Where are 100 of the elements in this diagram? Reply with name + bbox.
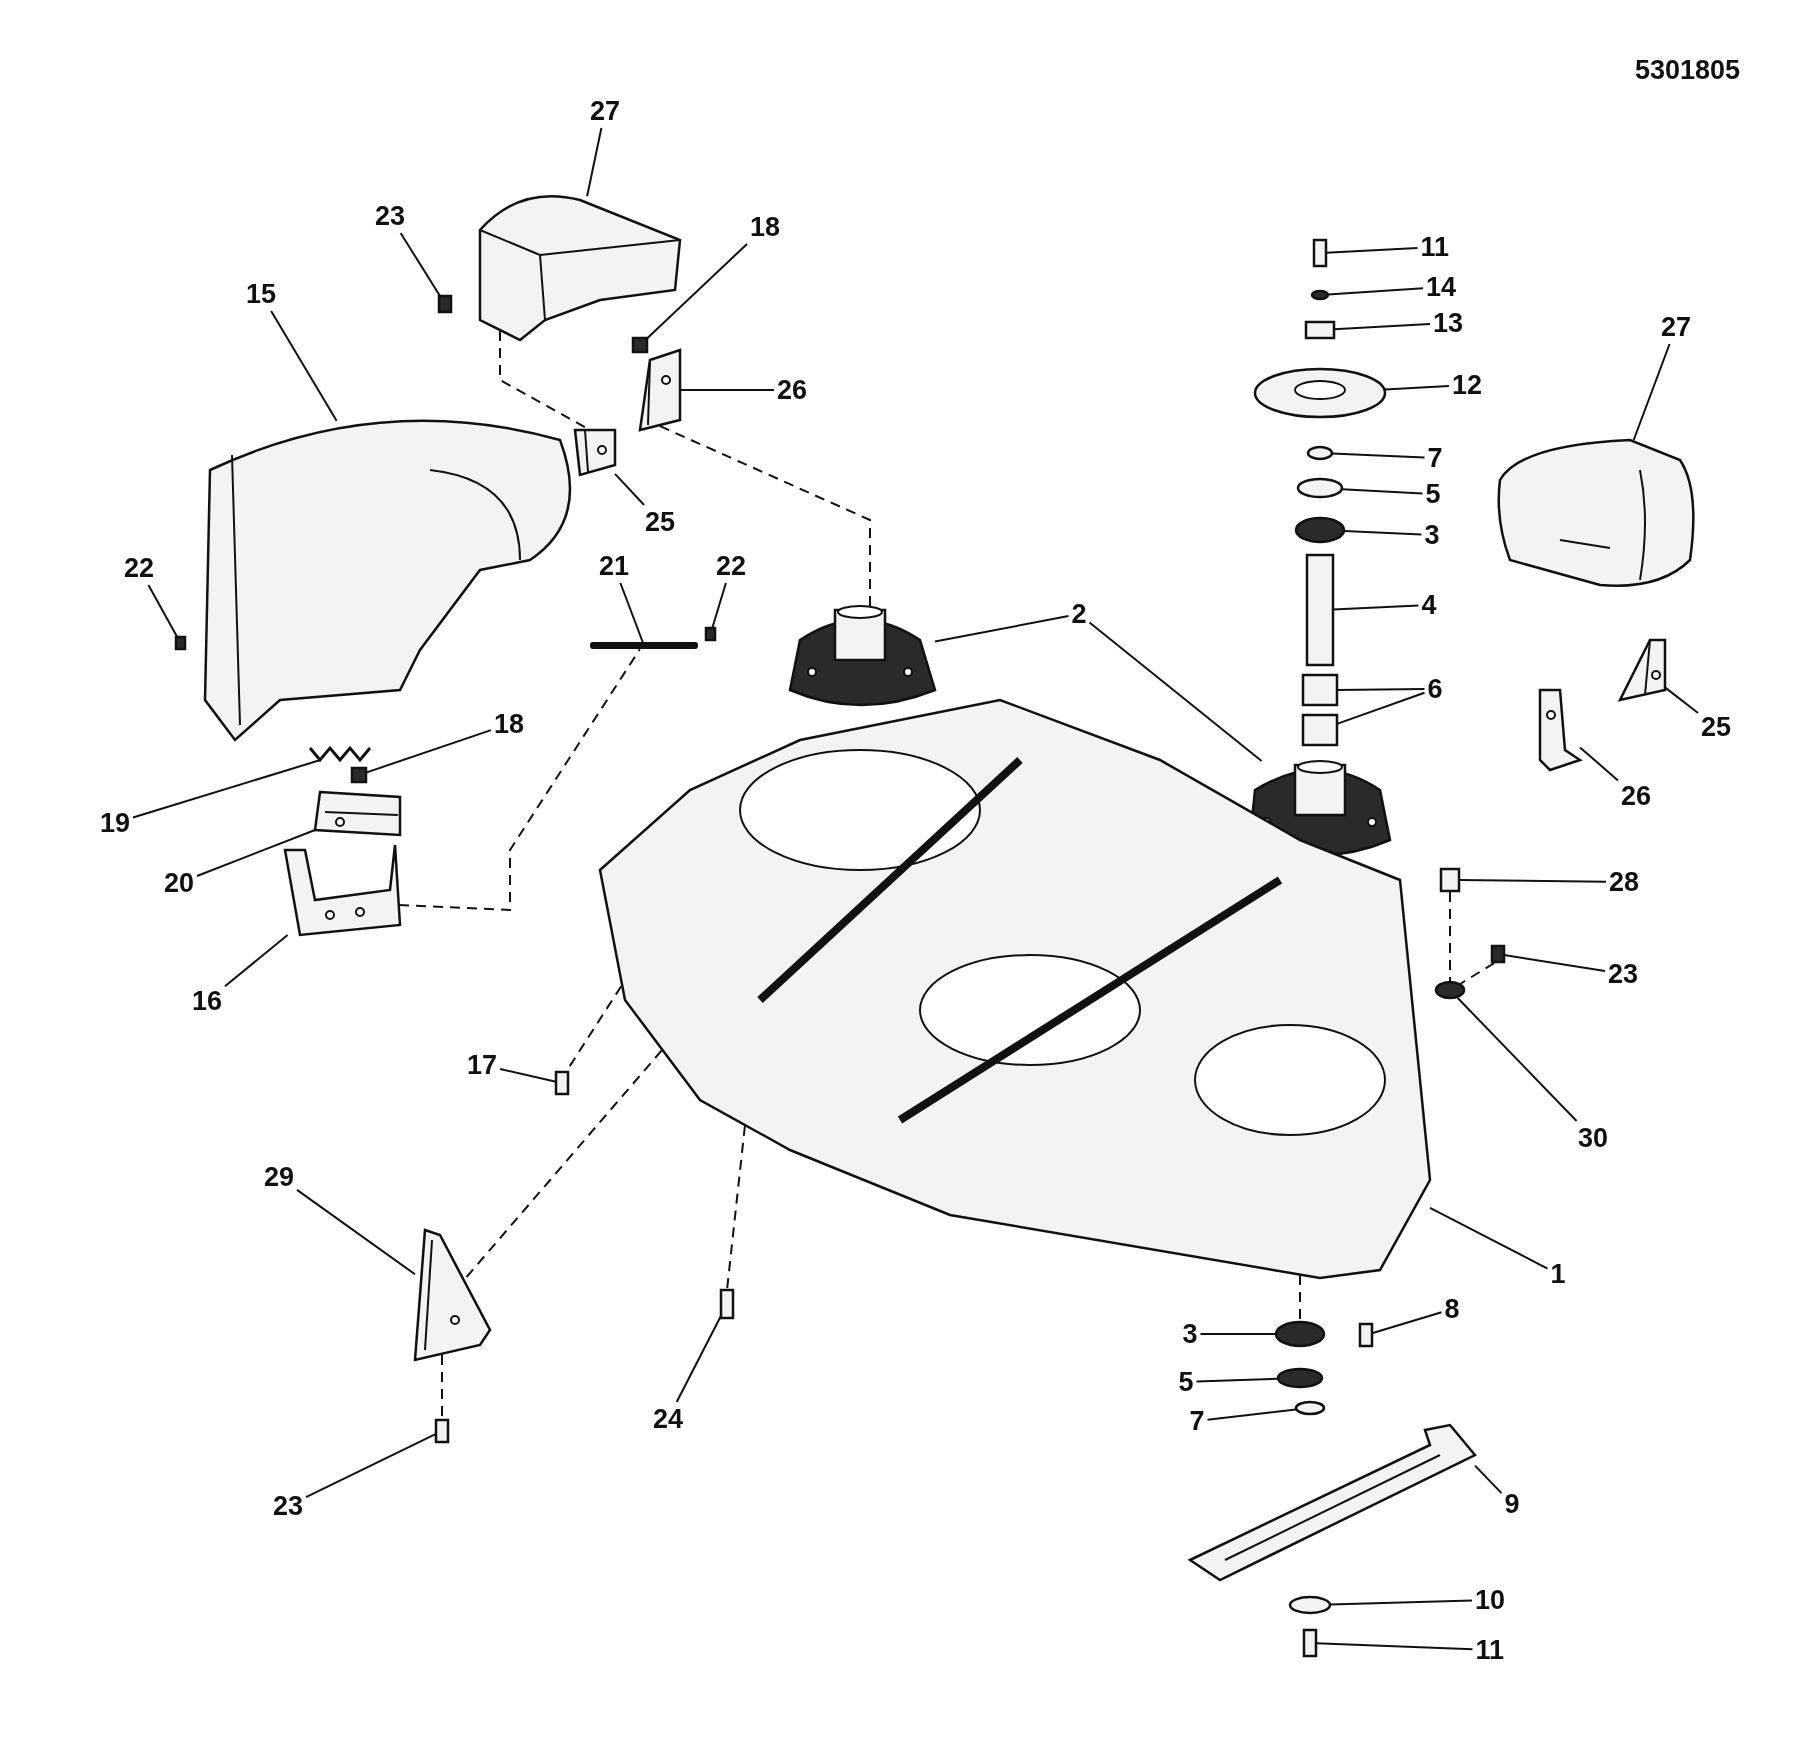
assembly-line — [1449, 891, 1451, 982]
callout-number: 6 — [1427, 674, 1443, 704]
callout-number: 10 — [1475, 1585, 1506, 1615]
bolt — [1312, 238, 1328, 268]
discharge-chute — [203, 419, 572, 742]
callout-number: 1 — [1550, 1259, 1566, 1289]
mounting-bracket — [638, 348, 682, 432]
hinge-rod — [590, 642, 698, 649]
callout-number: 9 — [1504, 1489, 1520, 1519]
callout-number: 27 — [590, 96, 621, 126]
leader-line — [1474, 1464, 1503, 1495]
bolt — [1302, 1628, 1318, 1658]
leader-line — [399, 232, 441, 297]
callout-number: 5 — [1178, 1367, 1194, 1397]
callout-number: 7 — [1189, 1406, 1205, 1436]
leader-line — [1384, 385, 1450, 391]
callout-number: 29 — [264, 1162, 295, 1192]
bolt — [719, 1288, 735, 1320]
assembly-line — [659, 425, 871, 607]
bolt — [434, 1418, 450, 1444]
leader-line — [1632, 343, 1671, 441]
washer — [1294, 1400, 1326, 1416]
leader-line — [1503, 954, 1606, 973]
leader-line — [1195, 1377, 1279, 1383]
callout-number: 23 — [375, 201, 406, 231]
leader-line — [1206, 1408, 1297, 1421]
leader-line — [1579, 746, 1619, 782]
callout-number: 18 — [494, 709, 525, 739]
callout-number: 19 — [100, 808, 131, 838]
bolt — [1358, 1322, 1374, 1348]
assembly-line — [726, 1125, 746, 1290]
leader-line — [586, 127, 603, 198]
chute-bracket — [283, 843, 402, 937]
callout-number: 14 — [1426, 272, 1457, 302]
callout-number: 16 — [192, 986, 223, 1016]
callout-number: 24 — [653, 1404, 684, 1434]
leader-line — [1664, 686, 1699, 714]
callout-number: 11 — [1420, 232, 1450, 262]
washer — [1276, 1367, 1324, 1389]
callout-number: 23 — [1608, 959, 1639, 989]
bolt — [437, 294, 453, 314]
spindle-cover — [1497, 438, 1695, 587]
chute-bracket — [313, 790, 402, 837]
leader-line — [296, 1188, 416, 1276]
callout-number: 22 — [716, 551, 747, 581]
spacer — [1434, 980, 1466, 1000]
callout-number: 20 — [164, 868, 195, 898]
leader-line — [305, 1432, 437, 1499]
leader-line — [1341, 488, 1424, 495]
leader-line — [196, 829, 316, 877]
mounting-bracket — [1617, 638, 1667, 702]
callout-number: 3 — [1182, 1319, 1198, 1349]
callout-number: 2 — [1071, 599, 1087, 629]
washer — [1310, 289, 1330, 301]
leader-line — [675, 1314, 722, 1403]
callout-number: 25 — [1701, 712, 1732, 742]
callout-number: 12 — [1452, 370, 1483, 400]
mounting-bracket — [573, 428, 617, 477]
callout-number: 22 — [124, 553, 155, 583]
pin — [704, 626, 717, 642]
bushing — [1301, 713, 1339, 747]
leader-line — [711, 582, 727, 629]
callout-number: 28 — [1609, 867, 1640, 897]
nut — [350, 766, 368, 784]
leader-line — [147, 584, 179, 638]
mower-deck — [598, 698, 1432, 1280]
leader-line — [1325, 246, 1419, 254]
upper-cover — [478, 195, 682, 342]
callout-number: 17 — [467, 1050, 498, 1080]
callout-number: 26 — [777, 375, 808, 405]
leader-line — [1343, 530, 1423, 536]
leader-line — [1329, 1599, 1473, 1606]
leader-line — [1315, 1642, 1474, 1651]
leader-line — [1333, 323, 1431, 331]
callout-number: 15 — [246, 279, 277, 309]
callout-number: 13 — [1433, 308, 1464, 338]
callout-number: 5 — [1425, 479, 1441, 509]
leader-line — [646, 243, 748, 340]
washer — [1296, 477, 1344, 499]
callout-number: 26 — [1621, 781, 1652, 811]
callout-number: 3 — [1424, 520, 1440, 550]
assembly-line — [1459, 962, 1496, 985]
spindle-housing — [788, 605, 937, 707]
leader-line — [614, 472, 646, 506]
callout-number: 30 — [1578, 1123, 1609, 1153]
leader-line — [270, 310, 338, 422]
callout-number: 8 — [1444, 1294, 1460, 1324]
deflector-plate — [413, 1228, 492, 1362]
leader-line — [934, 615, 1070, 643]
leader-line — [1429, 1206, 1549, 1270]
leader-line — [1331, 452, 1426, 459]
bearing — [1294, 516, 1346, 544]
callout-number: 23 — [273, 1491, 304, 1521]
leader-line — [1199, 1333, 1277, 1335]
leader-line — [1327, 287, 1424, 296]
leader-line — [1088, 621, 1263, 762]
washer — [1288, 1595, 1332, 1615]
torsion-spring — [308, 745, 372, 763]
washer — [1306, 445, 1334, 461]
bushing — [1301, 673, 1339, 707]
